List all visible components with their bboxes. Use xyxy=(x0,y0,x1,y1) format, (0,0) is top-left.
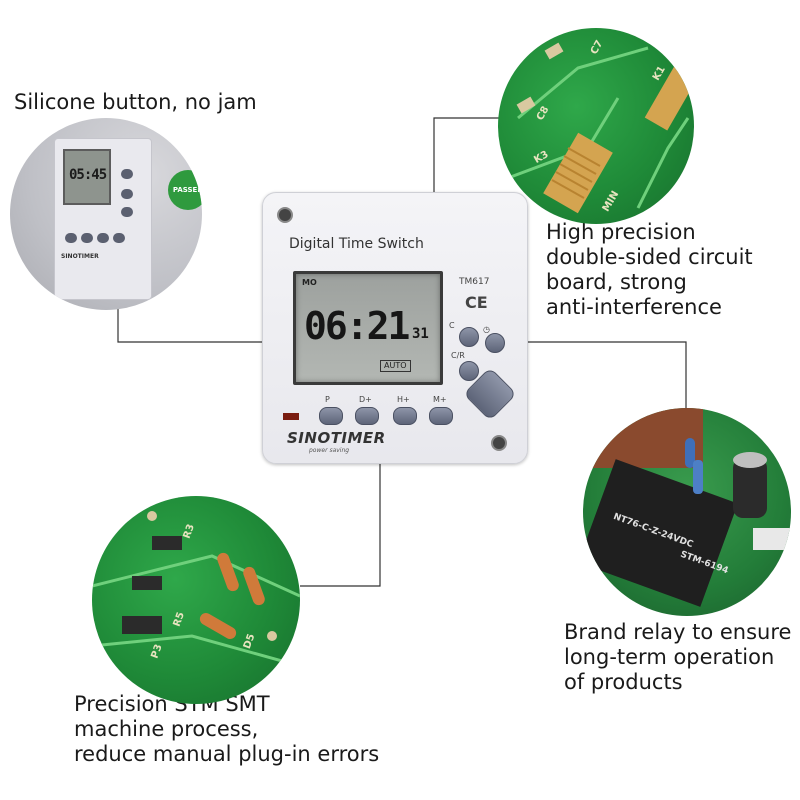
cr-button[interactable] xyxy=(459,361,479,381)
caption-silicone-button: Silicone button, no jam xyxy=(14,90,257,115)
c-button[interactable] xyxy=(459,327,479,347)
button-label-minute: M+ xyxy=(433,395,447,404)
leader-line-smt xyxy=(300,462,381,587)
leader-line-board xyxy=(433,117,500,192)
detail-photo-relay: NT76-C-Z-24VDC STM-6194 xyxy=(583,408,791,616)
caption-board-line: board, strong xyxy=(546,270,687,294)
leader-line-relay xyxy=(526,341,687,408)
program-button[interactable] xyxy=(319,407,343,425)
button-label-cr: C/R xyxy=(451,351,465,360)
clock-icon: ◷ xyxy=(483,325,490,334)
brand-tagline: power saving xyxy=(309,447,350,454)
relay-art xyxy=(583,408,791,607)
lcd-day: MO xyxy=(302,278,317,287)
caption-relay-line: Brand relay to ensure xyxy=(564,620,792,644)
model-number: TM617 xyxy=(459,277,490,287)
lcd-time: 06:21 xyxy=(304,304,410,348)
caption-relay-line: long-term operation xyxy=(564,645,775,669)
button-label-hour: H+ xyxy=(397,395,410,404)
detail-photo-smt: R3 R5 D5 P3 xyxy=(92,496,300,704)
button-label-p: P xyxy=(325,395,330,404)
caption-board-line: double-sided circuit xyxy=(546,245,753,269)
button-label-c: C xyxy=(449,321,455,330)
detail-photo-circuit-board: C7 K1 C8 K3 MIN xyxy=(498,28,694,224)
button-label-day: D+ xyxy=(359,395,372,404)
caption-relay-line: of products xyxy=(564,670,683,694)
mini-button xyxy=(121,189,133,199)
digital-time-switch: Digital Time Switch TM617 CE MO 06:21 31… xyxy=(262,192,528,464)
pcb-board-art xyxy=(507,42,694,214)
smt-art xyxy=(92,511,300,668)
ce-mark: CE xyxy=(465,293,488,312)
caption-board-line: High precision xyxy=(546,220,696,244)
caption-smt-line: reduce manual plug-in errors xyxy=(74,742,380,766)
mini-button xyxy=(65,233,77,243)
mini-lcd: 05:45 xyxy=(63,149,111,205)
status-led xyxy=(283,413,299,420)
caption-smt: Precision STM SMT machine process, reduc… xyxy=(74,692,379,767)
clock-button[interactable] xyxy=(485,333,505,353)
mini-button xyxy=(121,169,133,179)
caption-smt-line: machine process, xyxy=(74,717,259,741)
caption-buttons-line: Silicone button, no jam xyxy=(14,90,257,114)
mini-button xyxy=(113,233,125,243)
minute-plus-button[interactable] xyxy=(429,407,453,425)
mini-timer-device: 05:45 SINOTIMER xyxy=(54,138,152,300)
caption-circuit-board: High precision double-sided circuit boar… xyxy=(546,220,753,320)
screw-icon xyxy=(277,207,293,223)
passed-sticker: PASSED xyxy=(168,170,202,210)
day-plus-button[interactable] xyxy=(355,407,379,425)
mini-button xyxy=(121,207,133,217)
mini-brand: SINOTIMER xyxy=(61,253,99,260)
caption-board-line: anti-interference xyxy=(546,295,722,319)
device-title: Digital Time Switch xyxy=(289,236,424,252)
lcd-display: MO 06:21 31 AUTO xyxy=(293,271,443,385)
lcd-seconds: 31 xyxy=(412,326,429,342)
detail-photo-buttons: 05:45 SINOTIMER PASSED xyxy=(10,118,202,310)
brand-logo: SINOTIMER xyxy=(287,429,386,447)
hour-plus-button[interactable] xyxy=(393,407,417,425)
mini-button xyxy=(81,233,93,243)
lcd-mode: AUTO xyxy=(380,360,411,372)
mini-lcd-time: 05:45 xyxy=(69,167,107,183)
mini-button xyxy=(97,233,109,243)
screw-icon xyxy=(491,435,507,451)
caption-relay: Brand relay to ensure long-term operatio… xyxy=(564,620,791,695)
